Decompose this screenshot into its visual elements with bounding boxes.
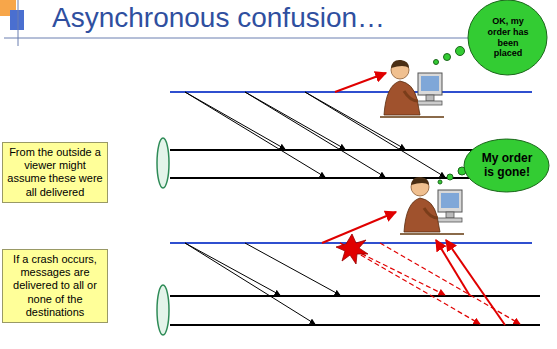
node-text: From the outside a viewer might assume t… bbox=[6, 146, 104, 199]
note-box: From the outside a viewer might assume t… bbox=[2, 142, 108, 203]
message-arrows bbox=[185, 243, 340, 324]
node-text: OK, my order has been placed bbox=[482, 16, 534, 59]
lost-messages bbox=[340, 243, 520, 324]
bubble-shape bbox=[468, 0, 547, 75]
group-ellipse bbox=[157, 285, 169, 335]
user-figure bbox=[400, 177, 464, 234]
group-ellipse bbox=[157, 138, 169, 188]
process-timeline bbox=[170, 324, 540, 326]
user-figure bbox=[380, 60, 444, 117]
slide-title: Asynchronous confusion… bbox=[52, 2, 385, 34]
reply-arrow bbox=[335, 73, 386, 92]
process-timeline bbox=[170, 91, 532, 93]
rule-line bbox=[4, 38, 468, 39]
bubble-shape bbox=[464, 139, 549, 192]
reply-arrow bbox=[322, 212, 396, 243]
node-text: My order is gone! bbox=[479, 151, 535, 180]
reply-arrow bbox=[436, 240, 505, 325]
thought-dots bbox=[434, 47, 465, 65]
note-box: If a crash occurs, messages are delivere… bbox=[2, 249, 108, 323]
thought-bubble: My order is gone! bbox=[463, 138, 550, 193]
rule-line bbox=[18, 0, 19, 46]
thought-bubble: OK, my order has been placed bbox=[467, 0, 548, 76]
node-text: If a crash occurs, messages are delivere… bbox=[6, 253, 104, 319]
thought-dots bbox=[438, 167, 466, 184]
crash-symbol bbox=[336, 234, 368, 264]
corner-square bbox=[10, 10, 24, 30]
